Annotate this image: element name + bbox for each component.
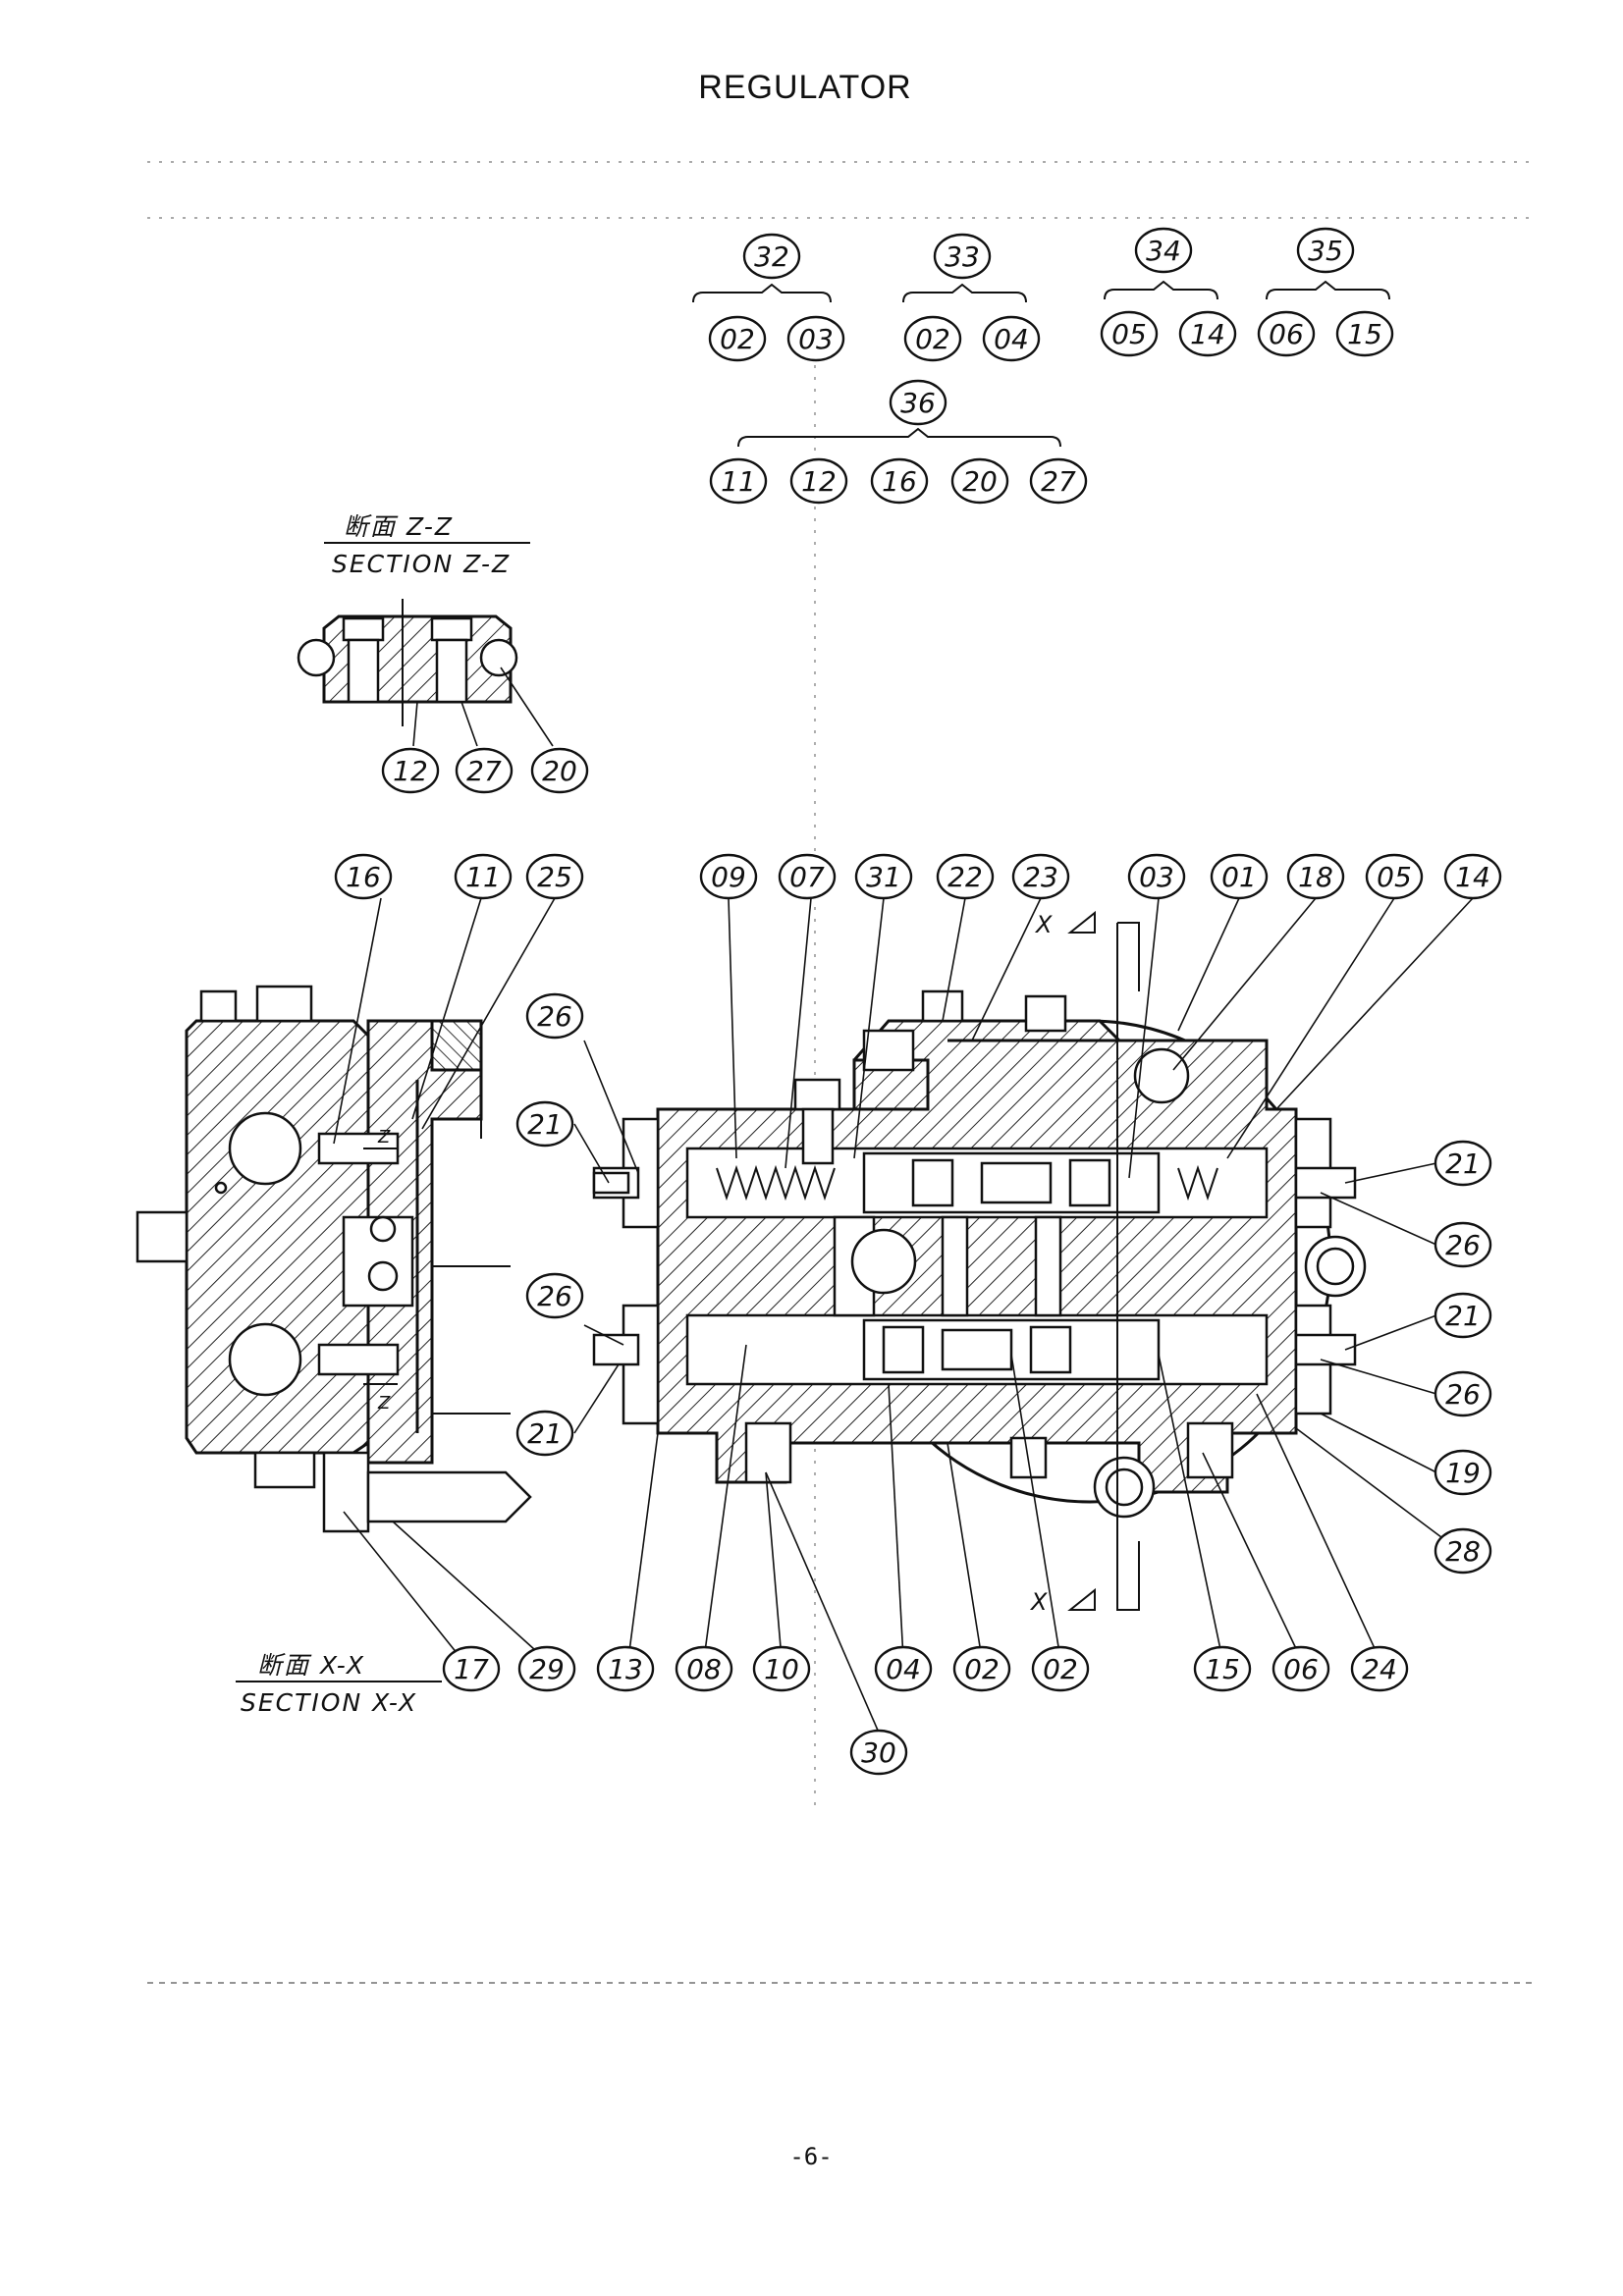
- callout-27: 27: [466, 755, 502, 787]
- kit-group-36: 36 11 12 16 20 27: [709, 379, 1088, 505]
- callout-15: 15: [1205, 1653, 1240, 1685]
- page-title: REGULATOR: [698, 69, 911, 106]
- section-xx-caption: 断面 X-X SECTION X-X: [236, 1651, 442, 1717]
- callout-26: 26: [1445, 1229, 1481, 1261]
- kit-part: 15: [1347, 318, 1382, 350]
- callout-26: 26: [1445, 1378, 1481, 1411]
- callout-03: 03: [1139, 861, 1174, 893]
- callouts-top-row: 16 11 25 09 07 31 22 23 03 01 18 05 14: [334, 853, 1502, 900]
- section-zz-title-en: SECTION Z-Z: [332, 550, 511, 578]
- kit-group-35: 35 06 15: [1257, 227, 1394, 357]
- callout-17: 17: [454, 1653, 489, 1685]
- callout-24: 24: [1362, 1653, 1397, 1685]
- callout-28: 28: [1445, 1535, 1481, 1568]
- callout-08: 08: [686, 1653, 722, 1685]
- callout-21: 21: [527, 1417, 563, 1450]
- kit-part: 03: [798, 323, 834, 355]
- kit-part: 16: [882, 465, 917, 498]
- callout-26: 26: [537, 1280, 572, 1312]
- callout-21: 21: [1445, 1300, 1481, 1332]
- callout-23: 23: [1023, 861, 1058, 893]
- callout-02: 02: [1043, 1653, 1078, 1685]
- callouts-left-side: 26 21 26 21: [515, 992, 584, 1457]
- callout-30: 30: [861, 1736, 896, 1769]
- kit-part: 12: [801, 465, 837, 498]
- regulator-main-section: X X: [592, 910, 1367, 1616]
- page-number: -6-: [789, 2143, 832, 2170]
- callout-31: 31: [866, 861, 901, 893]
- callout-20: 20: [542, 755, 577, 787]
- kit-part: 27: [1041, 465, 1076, 498]
- kit-part: 14: [1190, 318, 1225, 350]
- z-mark-bottom: Z: [377, 1393, 391, 1414]
- callout-04: 04: [886, 1653, 921, 1685]
- kit-part: 06: [1269, 318, 1304, 350]
- callout-06: 06: [1283, 1653, 1319, 1685]
- callout-09: 09: [711, 861, 746, 893]
- callout-25: 25: [537, 861, 572, 893]
- callout-07: 07: [789, 861, 825, 893]
- callouts-bottom-row: 17 29 13 08 10 04 02 02 15 06 24: [442, 1645, 1409, 1692]
- callout-16: 16: [346, 861, 381, 893]
- kit-group-34: 34 05 14: [1100, 227, 1237, 357]
- callout-22: 22: [947, 861, 983, 893]
- callout-18: 18: [1298, 861, 1333, 893]
- callout-29: 29: [529, 1653, 565, 1685]
- kit-part: 02: [915, 323, 950, 355]
- callouts-below: 30: [849, 1729, 908, 1776]
- kit-groups: 32 02 03 33 02 04 34 05 14: [692, 227, 1394, 505]
- callout-14: 14: [1455, 861, 1490, 893]
- x-mark-top: X: [1034, 911, 1053, 938]
- callout-05: 05: [1377, 861, 1412, 893]
- kit-number: 32: [754, 240, 789, 273]
- callout-10: 10: [764, 1653, 799, 1685]
- kit-group-33: 33 02 04: [902, 233, 1041, 362]
- kit-number: 34: [1146, 235, 1181, 267]
- kit-number: 35: [1308, 235, 1343, 267]
- section-xx-title-en: SECTION X-X: [241, 1688, 417, 1717]
- callout-01: 01: [1221, 861, 1257, 893]
- callouts-right-side: 21 26 21 26 19 28: [1434, 1140, 1492, 1575]
- kit-part: 02: [720, 323, 755, 355]
- callout-13: 13: [608, 1653, 643, 1685]
- kit-part: 11: [721, 465, 756, 498]
- leader-lines: [333, 897, 1474, 1734]
- callout-21: 21: [527, 1108, 563, 1141]
- callout-02: 02: [964, 1653, 1000, 1685]
- x-mark-bottom: X: [1029, 1588, 1048, 1616]
- callout-19: 19: [1445, 1457, 1481, 1489]
- callout-12: 12: [393, 755, 428, 787]
- kit-number: 33: [945, 240, 980, 273]
- kit-group-32: 32 02 03: [692, 233, 845, 362]
- kit-number: 36: [900, 387, 936, 419]
- z-mark-top: Z: [377, 1127, 391, 1148]
- section-xx-title-jp: 断面 X-X: [257, 1651, 365, 1680]
- kit-part: 04: [994, 323, 1029, 355]
- section-zz-title-jp: 断面 Z-Z: [344, 512, 454, 541]
- section-zz-view: [297, 599, 518, 726]
- callout-11: 11: [465, 861, 501, 893]
- section-xx-side-view: Z Z: [135, 985, 532, 1533]
- kit-part: 20: [962, 465, 998, 498]
- kit-part: 05: [1111, 318, 1147, 350]
- section-zz: 断面 Z-Z SECTION Z-Z 12 27 20: [297, 512, 589, 794]
- callout-26: 26: [537, 1000, 572, 1033]
- callout-21: 21: [1445, 1148, 1481, 1180]
